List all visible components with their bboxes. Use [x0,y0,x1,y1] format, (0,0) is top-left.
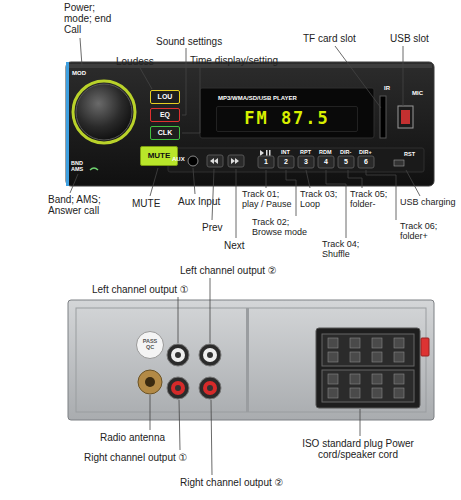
panel-label: MIC [412,90,423,97]
leader-lines [70,38,420,475]
callout-label: Time display/setting [190,55,278,66]
callout-label: Track 04; Shuffle [322,240,366,260]
panel-label: RST [404,151,415,157]
node-text: LOU [158,93,173,100]
qc-sticker: PASS QC [136,331,164,359]
preset-number: 2 [278,158,294,166]
panel-label: RDM [319,149,332,155]
callout-label: USB slot [390,33,429,44]
preset-number: 5 [338,158,354,166]
callout-label: Track 02; Browse mode [252,218,312,238]
panel-label: INT [281,149,290,155]
node-text: FM 87.5 [244,110,330,128]
callout-label: Left channel output ① [92,284,189,295]
callout-label: Track 05; folder- [350,190,394,210]
callout-label: Left channel output ② [180,265,277,276]
callout-label: USB charging [400,198,456,208]
node-text: MUTE [148,152,171,160]
eq-button: EQ [150,108,180,122]
preset-number: 6 [358,158,374,166]
clock-button: CLK [150,126,180,140]
node-text: CLK [158,129,172,136]
panel-label: MOD [72,70,86,77]
panel-label: DIR+ [359,149,372,155]
callout-label: TF card slot [303,33,356,44]
callout-label: Right channel output ① [84,452,187,463]
panel-label: MP3/WMA/SD/USB PLAYER [218,95,297,102]
panel-label: AUX [172,156,185,163]
callout-label: Track 06; folder+ [400,222,444,242]
display-readout: FM 87.5 [216,106,358,132]
panel-label: RPT [300,149,311,155]
panel-label: IR [384,85,390,92]
callout-label: Power; mode; end Call [64,2,112,35]
callout-label: Next [224,240,245,251]
callout-label: MUTE [132,198,160,209]
preset-number: 4 [318,158,334,166]
callout-label: Radio antenna [100,432,165,443]
preset-number: 3 [298,158,314,166]
node-text: EQ [160,111,170,118]
callout-label: Track 03; Loop [300,190,344,210]
callout-label: Aux Input [178,196,220,207]
callout-label: Loudess [116,56,154,67]
callout-label: Band; AMS; Answer call [48,194,110,216]
panel-label: BND AMS [71,160,87,172]
node-text: PASS QC [142,339,158,351]
callout-label: ISO standard plug Power cord/speaker cor… [300,438,416,460]
loudness-button: LOU [150,90,180,104]
callout-label: Track 01; play / Pause [242,190,294,210]
callout-label: Sound settings [156,36,222,47]
callout-label: Prev [202,222,223,233]
panel-label: DIR- [340,149,351,155]
preset-number: 1 [258,158,274,166]
callout-label: Right channel output ② [180,477,283,488]
